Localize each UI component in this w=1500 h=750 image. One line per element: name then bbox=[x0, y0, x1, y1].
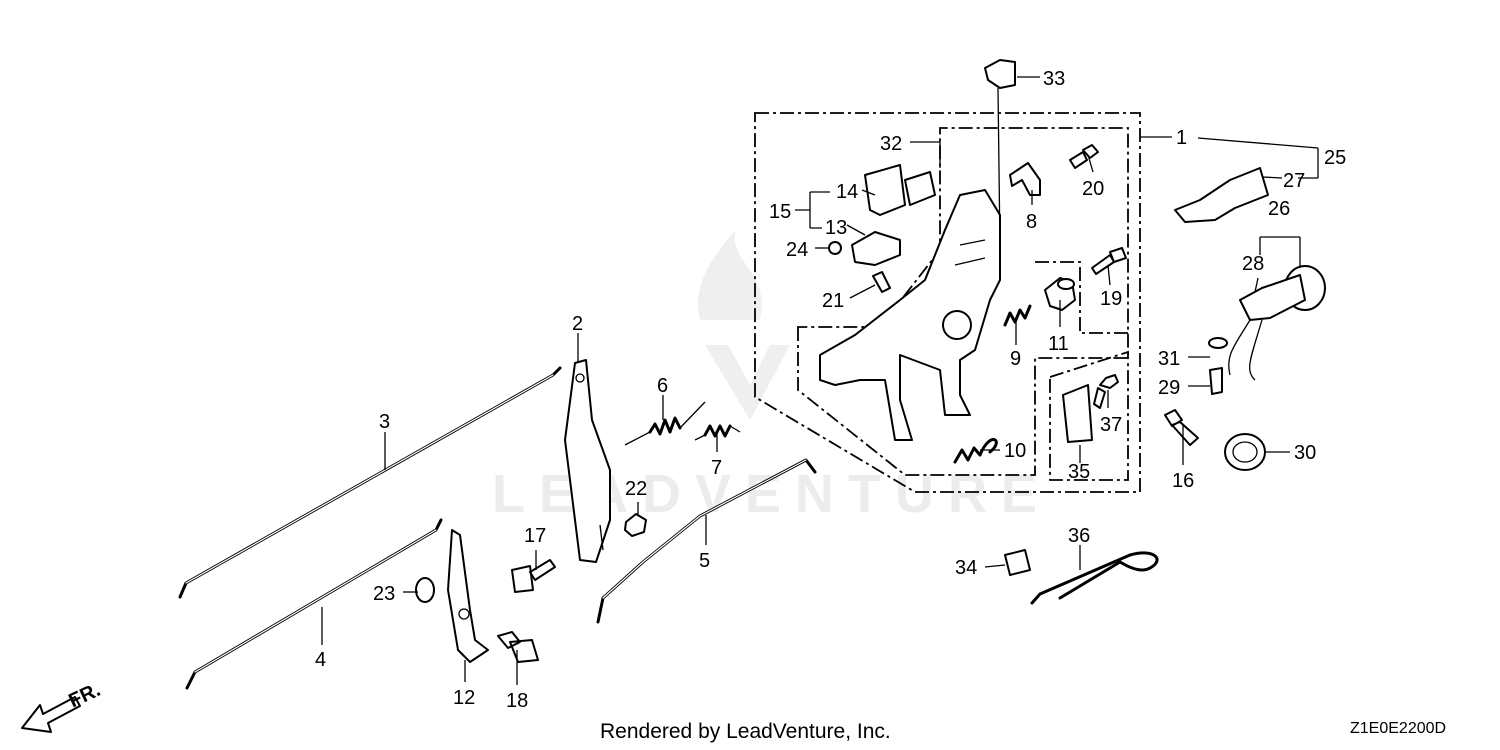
bracket-pivot bbox=[942, 310, 972, 340]
callout-11: 11 bbox=[1048, 333, 1069, 355]
callout-6: 6 bbox=[657, 375, 668, 397]
arm-slot bbox=[599, 524, 604, 551]
callout-15: 15 bbox=[769, 201, 791, 223]
control-bracket-part-1 bbox=[819, 189, 1001, 441]
callout-35: 35 bbox=[1068, 461, 1090, 483]
callout-37: 37 bbox=[1100, 414, 1122, 436]
callout-8: 8 bbox=[1026, 211, 1037, 233]
switch-part-13 bbox=[851, 231, 901, 266]
callout-27: 27 bbox=[1283, 170, 1305, 192]
callout-17: 17 bbox=[524, 525, 546, 547]
clamp-part-30 bbox=[1224, 433, 1266, 471]
diagram-code: Z1E0E2200D bbox=[1350, 720, 1446, 737]
screw-part-21 bbox=[872, 271, 891, 293]
callout-10: 10 bbox=[1004, 440, 1026, 462]
callout-26: 26 bbox=[1268, 198, 1290, 220]
callout-21: 21 bbox=[822, 290, 844, 312]
callout-9: 9 bbox=[1010, 348, 1021, 370]
harness-lead-2 bbox=[1249, 319, 1263, 381]
sub-assembly-outline-11 bbox=[1035, 261, 1130, 334]
leader-lines bbox=[321, 76, 1319, 685]
spring-part-6 bbox=[624, 401, 706, 446]
switch-part-14 bbox=[864, 164, 906, 216]
rod-part-36 bbox=[1030, 551, 1159, 605]
callout-36: 36 bbox=[1068, 525, 1090, 547]
spring-part-10 bbox=[953, 438, 998, 464]
sub-assembly-outline-35 bbox=[1049, 350, 1129, 481]
callout-22: 22 bbox=[625, 478, 647, 500]
harness-lead-1 bbox=[1228, 319, 1251, 376]
front-arrow-icon bbox=[21, 696, 81, 733]
callout-28: 28 bbox=[1242, 253, 1264, 275]
lever-hole bbox=[458, 608, 470, 620]
callout-4: 4 bbox=[315, 649, 326, 671]
callout-20: 20 bbox=[1082, 178, 1104, 200]
callout-2: 2 bbox=[572, 313, 583, 335]
bolt-part-19 bbox=[1091, 247, 1127, 275]
collar-top bbox=[1057, 278, 1075, 290]
callout-16: 16 bbox=[1172, 470, 1194, 492]
wire-harness-part-26 bbox=[1239, 274, 1306, 321]
nut-part-22 bbox=[624, 513, 647, 537]
rod-part-5 bbox=[596, 458, 817, 624]
plate-part-27 bbox=[1174, 167, 1269, 223]
bolt-part-37 bbox=[1093, 374, 1119, 409]
lever-part-12 bbox=[447, 529, 489, 663]
sub-assembly-outline bbox=[797, 127, 1129, 476]
governor-arm-part-2 bbox=[564, 359, 611, 563]
callout-7: 7 bbox=[711, 457, 722, 479]
bolt-part-18 bbox=[497, 631, 539, 663]
callout-31: 31 bbox=[1158, 348, 1180, 370]
callout-3: 3 bbox=[379, 411, 390, 433]
callout-23: 23 bbox=[373, 583, 395, 605]
switch-part-14-coil bbox=[904, 171, 936, 206]
rendered-by-credit: Rendered by LeadVenture, Inc. bbox=[600, 720, 891, 743]
arm-hole bbox=[575, 373, 585, 383]
callouts: 1 2 3 4 5 6 7 8 9 10 11 12 13 14 15 16 1… bbox=[315, 68, 1346, 712]
callout-14: 14 bbox=[836, 181, 858, 203]
bolt-part-17 bbox=[511, 559, 556, 593]
bracket-ribs bbox=[954, 239, 986, 266]
callout-32: 32 bbox=[880, 133, 902, 155]
bolt-part-20 bbox=[1069, 144, 1099, 169]
callout-1: 1 bbox=[1176, 127, 1187, 149]
leader-33-down bbox=[997, 87, 1001, 251]
callout-24: 24 bbox=[786, 239, 808, 261]
washer-part-31 bbox=[1208, 337, 1228, 349]
washer-part-23 bbox=[415, 577, 435, 603]
spring-part-9 bbox=[1003, 304, 1032, 327]
assembly-outline bbox=[754, 112, 1141, 493]
callout-12: 12 bbox=[453, 687, 475, 709]
clamp-inner bbox=[1232, 441, 1258, 463]
callout-5: 5 bbox=[699, 550, 710, 572]
rod-part-3 bbox=[178, 366, 562, 599]
callout-18: 18 bbox=[506, 690, 528, 712]
callout-29: 29 bbox=[1158, 377, 1180, 399]
screw-part-29 bbox=[1209, 367, 1223, 395]
callout-13: 13 bbox=[825, 217, 847, 239]
washer-part-24 bbox=[828, 241, 842, 255]
cap-part-33 bbox=[984, 59, 1016, 89]
plate-part-35 bbox=[1062, 384, 1093, 443]
rod-part-4 bbox=[185, 518, 443, 690]
callout-25: 25 bbox=[1324, 147, 1346, 169]
bolt-part-16 bbox=[1164, 409, 1199, 446]
clip-part-8 bbox=[1009, 162, 1041, 196]
callout-19: 19 bbox=[1100, 288, 1122, 310]
callout-34: 34 bbox=[955, 557, 977, 579]
spring-part-7 bbox=[694, 424, 741, 441]
callout-33: 33 bbox=[1043, 68, 1065, 90]
callout-30: 30 bbox=[1294, 442, 1316, 464]
grommet-part-34 bbox=[1004, 549, 1031, 576]
